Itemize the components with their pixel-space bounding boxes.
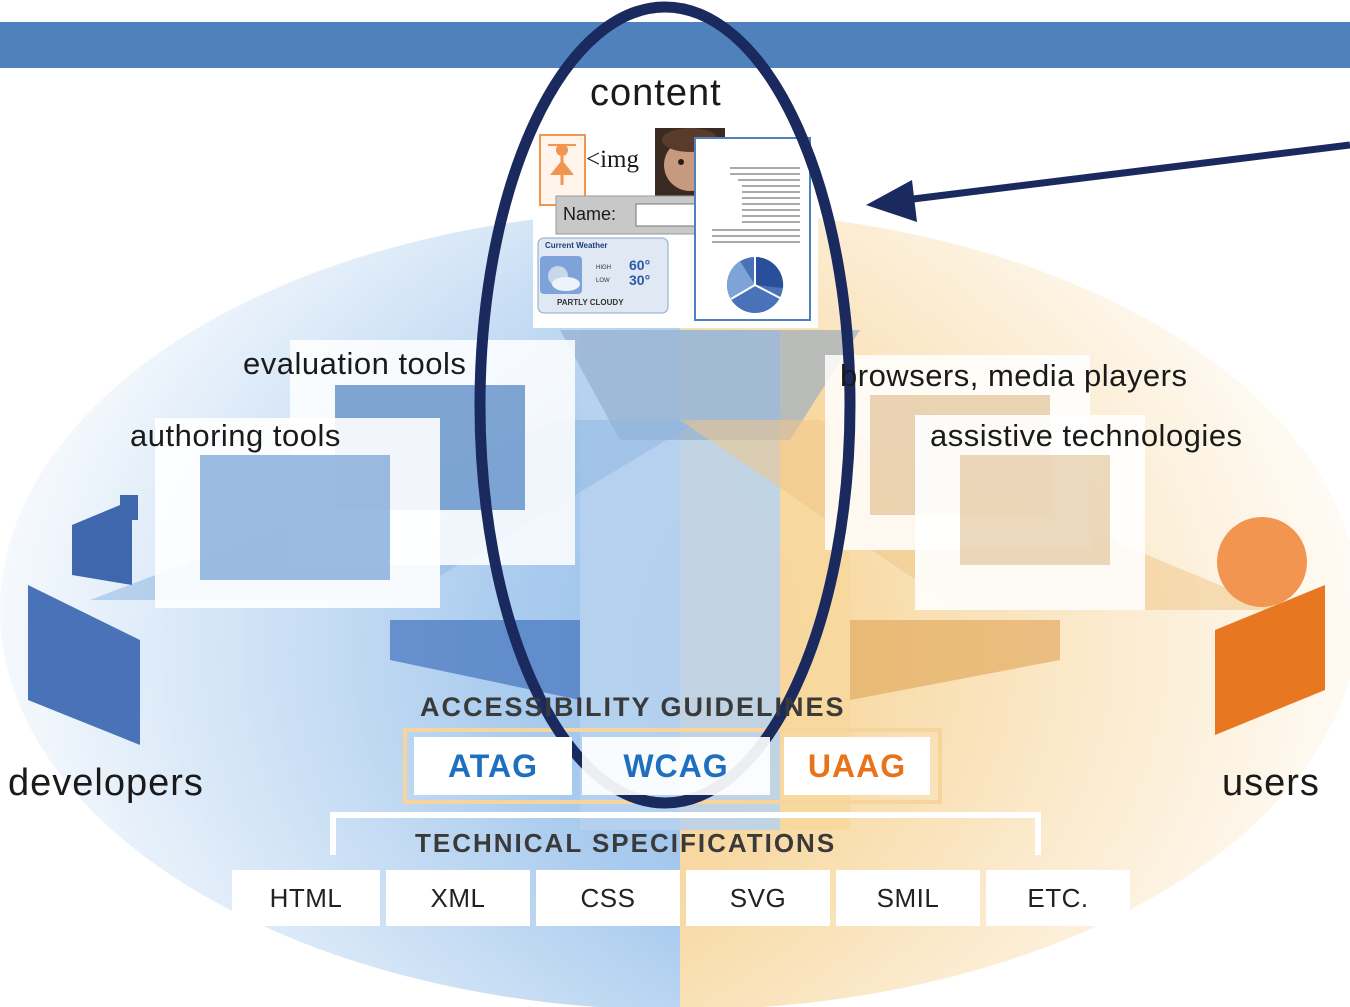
- weather-low-label: LOW: [596, 278, 610, 284]
- name-field-label: Name:: [563, 204, 617, 224]
- img-tag-label: <img: [586, 146, 639, 173]
- weather-condition: PARTLY CLOUDY: [557, 298, 624, 307]
- content-funnel: [560, 330, 860, 440]
- specs-bracket: [330, 812, 1041, 855]
- weather-high-label: HIGH: [596, 265, 611, 271]
- spec-css: CSS: [536, 870, 680, 926]
- spec-html: HTML: [232, 870, 380, 926]
- content-label: content: [590, 72, 722, 114]
- authoring-tools-label: authoring tools: [130, 418, 341, 453]
- header-bar: [0, 22, 1350, 68]
- browsers-label: browsers, media players: [840, 358, 1188, 393]
- weather-high-value: 60°: [629, 257, 651, 273]
- guidelines-title: ACCESSIBILITY GUIDELINES: [420, 692, 846, 722]
- lower-orange-beam: [850, 620, 1060, 700]
- pointer-arrow: [866, 141, 1350, 222]
- assistive-screen: [960, 455, 1110, 565]
- specs-title: TECHNICAL SPECIFICATIONS: [415, 828, 837, 858]
- content-collage: [533, 128, 818, 328]
- user-figure: [1215, 517, 1325, 735]
- spec-smil: SMIL: [836, 870, 980, 926]
- spec-etc: ETC.: [986, 870, 1130, 926]
- authoring-tools-screen: [200, 455, 390, 580]
- guideline-wcag: WCAG: [582, 737, 770, 795]
- weather-title: Current Weather: [545, 241, 608, 250]
- evaluation-tools-label: evaluation tools: [243, 346, 467, 381]
- spec-xml: XML: [386, 870, 530, 926]
- weather-widget: [537, 237, 669, 314]
- guideline-uaag: UAAG: [784, 737, 930, 795]
- guideline-atag: ATAG: [414, 737, 572, 795]
- pie-graphic: [727, 256, 784, 313]
- users-label: users: [1222, 762, 1320, 804]
- developer-figure: [28, 495, 140, 745]
- developers-label: developers: [8, 762, 204, 804]
- content-highlight-ellipse: [474, 1, 856, 809]
- spec-svg: SVG: [686, 870, 830, 926]
- weather-low-value: 30°: [629, 272, 651, 288]
- assistive-label: assistive technologies: [930, 418, 1243, 453]
